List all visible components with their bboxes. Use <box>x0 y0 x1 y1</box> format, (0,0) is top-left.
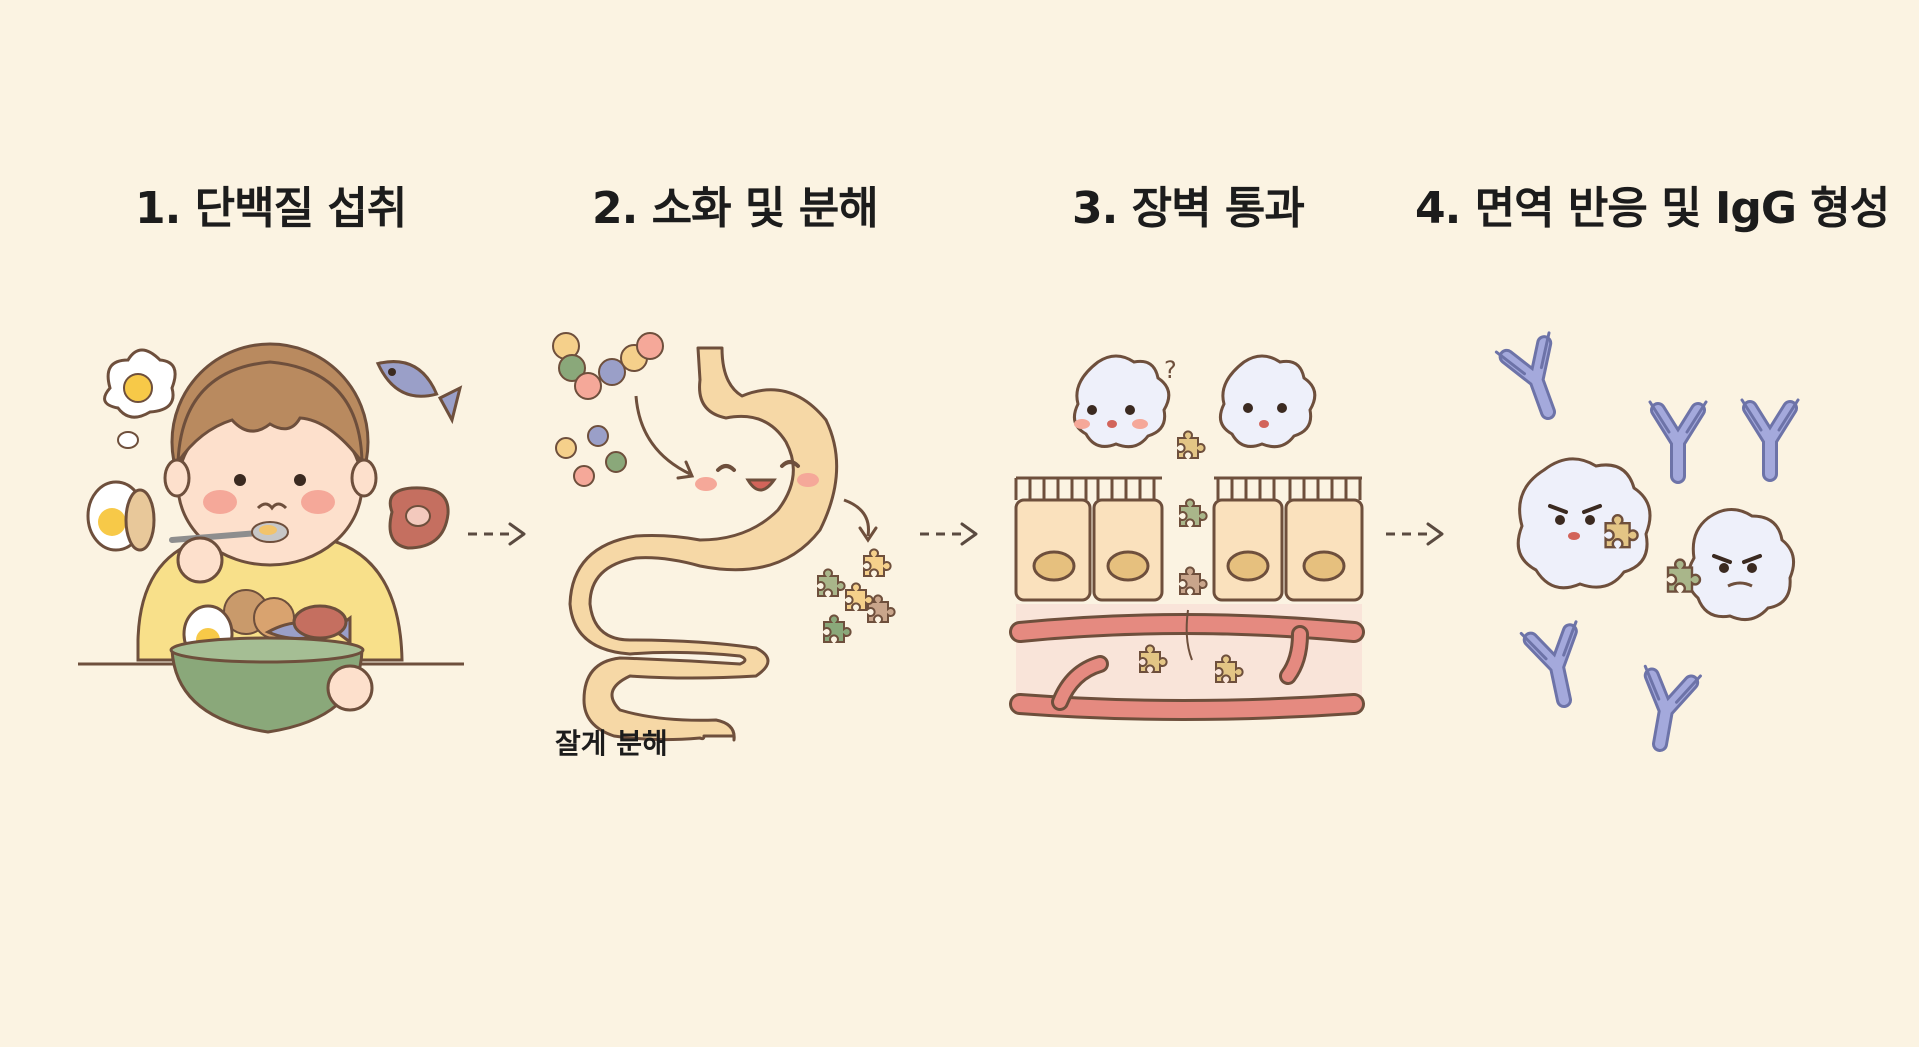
step-4-title: 4. 면역 반응 및 IgG 형성 <box>1415 183 1890 234</box>
fish-icon <box>375 360 463 425</box>
fried-egg-icon <box>103 348 177 449</box>
boiled-egg-icon <box>86 480 156 552</box>
puzzle-fragment-icon <box>817 548 896 643</box>
arrow-right-icon <box>918 522 978 546</box>
immune-cell-right <box>1218 354 1317 449</box>
immune-cell-small <box>1686 508 1796 622</box>
immune-cell-large <box>1516 457 1652 590</box>
arrow-right-icon <box>1384 522 1444 546</box>
step-2-illustration <box>552 332 896 742</box>
step-3-illustration: ? <box>1009 354 1365 721</box>
step-2-title: 2. 소화 및 분해 <box>592 183 879 234</box>
immune-cell-left <box>1072 354 1171 449</box>
stomach <box>568 346 839 742</box>
arrow-right-icon <box>466 522 526 546</box>
intestinal-epithelium <box>1014 476 1364 602</box>
protein-chain <box>552 332 664 487</box>
svg-text:?: ? <box>1164 356 1177 384</box>
step-2-sublabel: 잘게 분해 <box>555 727 668 760</box>
step-1-illustration <box>78 342 464 734</box>
step-1-title: 1. 단백질 섭취 <box>135 183 407 234</box>
meat-icon <box>388 486 450 550</box>
step-3-title: 3. 장벽 통과 <box>1072 183 1305 234</box>
step-4-illustration <box>1496 333 1798 749</box>
